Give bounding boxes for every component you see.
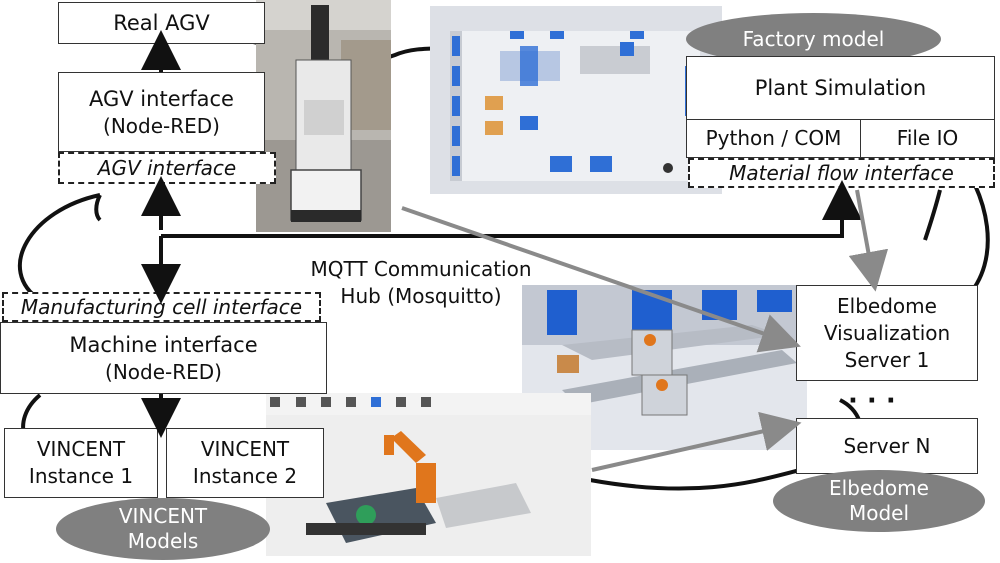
- vincent-instance-1-box: VINCENT Instance 1: [4, 428, 158, 498]
- elbedome-model-line1: Elbedome: [829, 476, 929, 500]
- vincent2-line2: Instance 2: [192, 464, 298, 488]
- vincent2-line1: VINCENT: [200, 437, 290, 461]
- machine-interface-box: Machine interface (Node-RED): [0, 322, 327, 394]
- elbedome-server-1-box: Elbedome Visualization Server 1: [796, 285, 978, 381]
- factory-model-view: [430, 6, 722, 194]
- python-com-label: Python / COM: [705, 126, 842, 150]
- plant-simulation-box: Plant Simulation: [686, 56, 995, 120]
- vincent-instance-2-box: VINCENT Instance 2: [166, 428, 324, 498]
- servers-ellipsis: · · ·: [848, 386, 896, 416]
- elbedome-vis-line3: Server 1: [844, 347, 930, 372]
- vincent1-line2: Instance 1: [28, 464, 134, 488]
- server-n-label: Server N: [843, 433, 931, 458]
- server-n-box: Server N: [796, 418, 978, 474]
- elbedome-vis-line2: Visualization: [823, 320, 951, 345]
- agv-interface-title: AGV interface: [89, 86, 234, 111]
- arrow-agv-to-elbedome: [401, 206, 801, 353]
- vincent-models-ellipse: VINCENT Models: [56, 498, 270, 560]
- vincent-models-line2: Models: [127, 529, 199, 553]
- file-io-box: File IO: [860, 119, 995, 158]
- elbedome-model-ellipse: Elbedome Model: [773, 470, 985, 532]
- arrow-vincent-to-elbedome: [591, 411, 802, 472]
- agv-photo: [256, 0, 391, 232]
- file-io-label: File IO: [896, 126, 959, 150]
- plant-simulation-label: Plant Simulation: [754, 76, 927, 100]
- python-com-box: Python / COM: [686, 119, 861, 158]
- machine-interface-sub: (Node-RED): [105, 359, 222, 384]
- machine-interface-title: Machine interface: [69, 332, 258, 357]
- vincent-models-line1: VINCENT: [118, 504, 208, 528]
- agv-interface-sub: (Node-RED): [103, 113, 220, 138]
- factory-model-label: Factory model: [742, 26, 885, 51]
- mqtt-hub-label: MQTT Communication Hub (Mosquitto): [296, 255, 546, 311]
- vincent1-line1: VINCENT: [36, 437, 126, 461]
- mqtt-line1: MQTT Communication: [310, 257, 532, 281]
- elbedome-model-line2: Model: [848, 501, 910, 525]
- arrow-plant-to-elbedome: [848, 189, 889, 292]
- elbedome-vis-line1: Elbedome: [837, 293, 937, 318]
- arrow-bus-to-material-flow: [161, 180, 862, 238]
- mqtt-line2: Hub (Mosquitto): [340, 284, 502, 308]
- agv-interface-box: AGV interface (Node-RED): [58, 72, 265, 152]
